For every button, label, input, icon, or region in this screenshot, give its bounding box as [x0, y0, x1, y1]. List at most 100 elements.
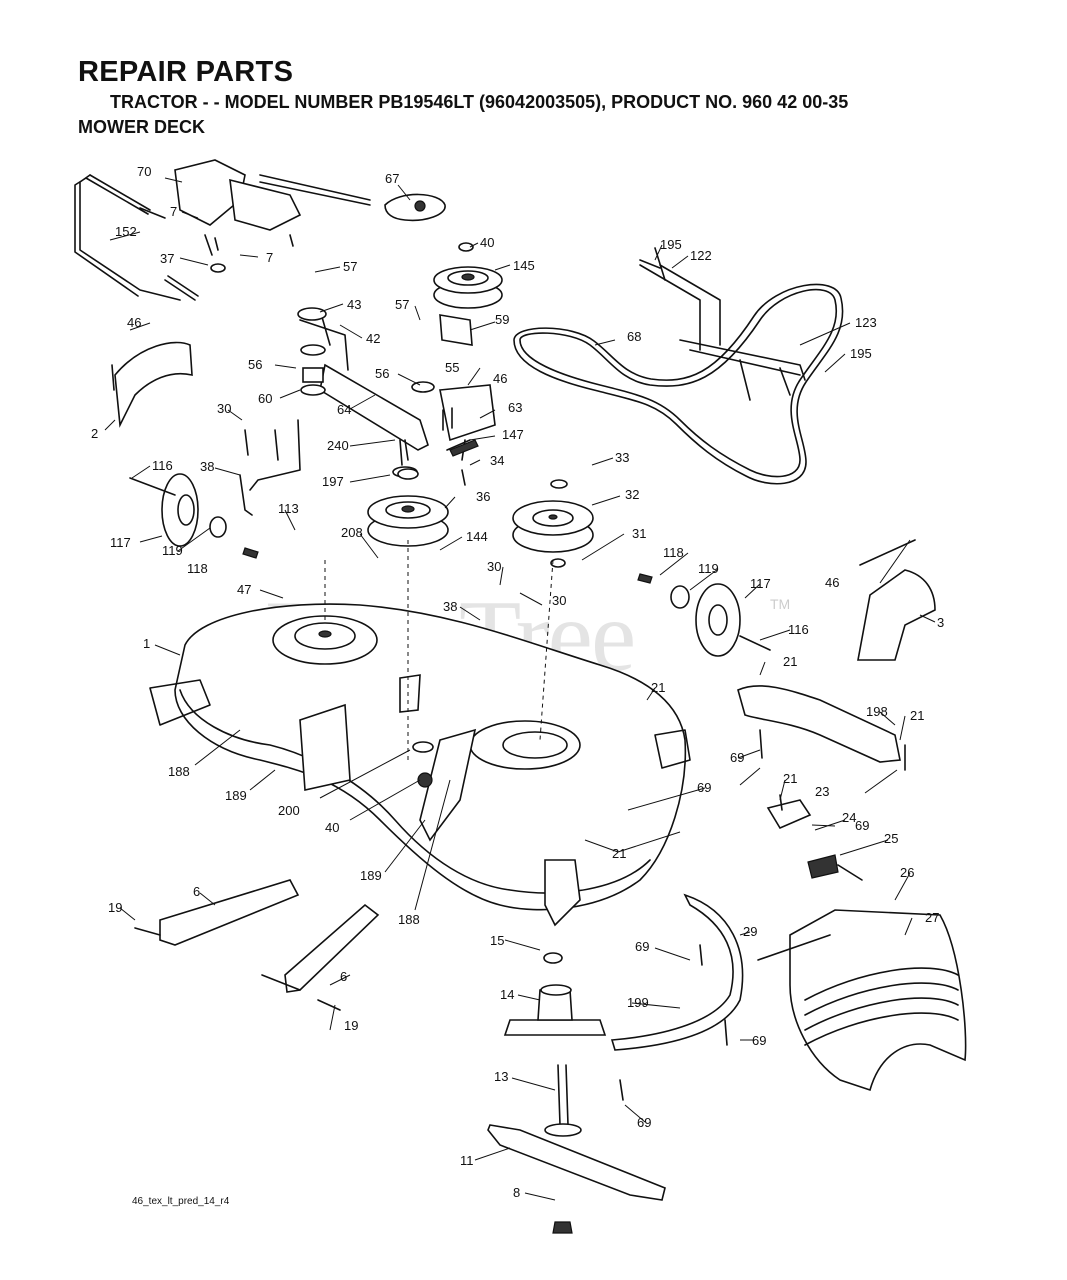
callout-label: 198: [866, 704, 888, 719]
spindle-shafts-dashed: [324, 540, 554, 760]
callout-label: 30: [217, 401, 231, 416]
callout-label: 21: [910, 708, 924, 723]
callout-label: 70: [137, 164, 151, 179]
spindle-pulley-32: [512, 479, 594, 568]
callout-label: 32: [625, 487, 639, 502]
callout-label: 69: [635, 939, 649, 954]
callout-label: 11: [460, 1153, 474, 1168]
callout-label: 69: [855, 818, 869, 833]
spindle-housing-14: [503, 952, 607, 1036]
gauge-wheel-117-left: [129, 473, 259, 559]
gauge-wheel-117-right: [637, 573, 771, 657]
callout-label: 24: [842, 810, 856, 825]
callout-label: 195: [850, 346, 872, 361]
callout-label: 37: [160, 251, 174, 266]
callout-label: 29: [743, 924, 757, 939]
callout-label: 19: [108, 900, 122, 915]
callout-label: 116: [152, 458, 173, 473]
callout-label: 33: [615, 450, 629, 465]
callout-label: 195: [660, 237, 682, 252]
callout-label: 200: [278, 803, 300, 818]
watermark-trademark: TM: [770, 596, 791, 612]
idler-bracket-59: [439, 314, 473, 346]
callout-label: 69: [752, 1033, 766, 1048]
callout-label: 56: [248, 357, 262, 372]
callout-label: 188: [168, 764, 190, 779]
callout-label: 59: [495, 312, 509, 327]
mower-deck-1: [149, 603, 691, 927]
callout-label: 122: [690, 248, 712, 263]
page-title: REPAIR PARTS: [78, 56, 294, 88]
callout-label: 3: [937, 615, 944, 630]
callout-label: 199: [627, 995, 649, 1010]
mower-blade-11: [487, 1124, 666, 1234]
callout-label: 189: [360, 868, 382, 883]
belt-keeper-122-123: [639, 247, 806, 401]
callout-label: 188: [398, 912, 420, 927]
callout-label: 69: [637, 1115, 651, 1130]
callout-label: 57: [343, 259, 357, 274]
callout-label: 189: [225, 788, 247, 803]
lift-handle-67: [384, 193, 446, 222]
callout-label: 40: [480, 235, 494, 250]
lift-rod-assembly: [74, 174, 199, 301]
callout-label: 21: [612, 846, 626, 861]
callout-label: 14: [500, 987, 514, 1002]
section-title: MOWER DECK: [78, 117, 205, 137]
callout-label: 68: [627, 329, 641, 344]
callout-label: 46: [493, 371, 507, 386]
spring-bracket-23-25: [766, 794, 863, 881]
callout-label: 118: [663, 545, 684, 560]
callout-label: 38: [200, 459, 214, 474]
callout-label: 67: [385, 171, 399, 186]
callout-label: 147: [502, 427, 524, 442]
callout-label: 40: [325, 820, 339, 835]
model-line: TRACTOR - - MODEL NUMBER PB19546LT (9604…: [110, 92, 849, 112]
callout-label: 26: [900, 865, 914, 880]
shield-3: [857, 539, 936, 661]
callout-labels: 70 67 7 152 7 37 40 145 195 122 57 43 42…: [91, 164, 944, 1200]
callout-label: 34: [490, 453, 504, 468]
hanger-arm-6-upper: [134, 879, 300, 946]
callout-label: 63: [508, 400, 522, 415]
idler-pulley-145: [433, 242, 503, 309]
callout-label: 31: [632, 526, 646, 541]
spindle-shaft-13: [544, 1064, 624, 1137]
drawing-code: 46_tex_lt_pred_14_r4: [132, 1196, 230, 1207]
lift-bracket-70: [174, 159, 371, 231]
callout-label: 38: [443, 599, 457, 614]
callout-label: 60: [258, 391, 272, 406]
callout-label: 27: [925, 910, 939, 925]
callout-leaders: [104, 177, 936, 1201]
callout-label: 13: [494, 1069, 508, 1084]
callout-label: 6: [340, 969, 347, 984]
lift-link-152: [204, 234, 294, 273]
spindle-pulley-36: [367, 439, 449, 547]
callout-label: 69: [697, 780, 711, 795]
deflector-arm-198: [737, 685, 906, 771]
callout-label: 43: [347, 297, 361, 312]
callout-label: 30: [552, 593, 566, 608]
callout-label: 23: [815, 784, 829, 799]
callout-label: 117: [750, 576, 771, 591]
callout-label: 21: [651, 680, 665, 695]
callout-label: 119: [698, 561, 719, 576]
callout-label: 25: [884, 831, 898, 846]
callout-label: 55: [445, 360, 459, 375]
callout-label: 46: [127, 315, 141, 330]
hanger-arm-6-lower: [261, 903, 380, 1011]
callout-label: 123: [855, 315, 877, 330]
chute-rod-199: [610, 893, 744, 1051]
callout-label: 152: [115, 224, 137, 239]
callout-label: 69: [730, 750, 744, 765]
callout-label: 19: [344, 1018, 358, 1033]
callout-label: 2: [91, 426, 98, 441]
callout-label: 145: [513, 258, 535, 273]
callout-label: 7: [266, 250, 273, 265]
callout-label: 240: [327, 438, 349, 453]
callout-label: 208: [341, 525, 363, 540]
callout-label: 46: [825, 575, 839, 590]
callout-label: 56: [375, 366, 389, 381]
callout-label: 30: [487, 559, 501, 574]
